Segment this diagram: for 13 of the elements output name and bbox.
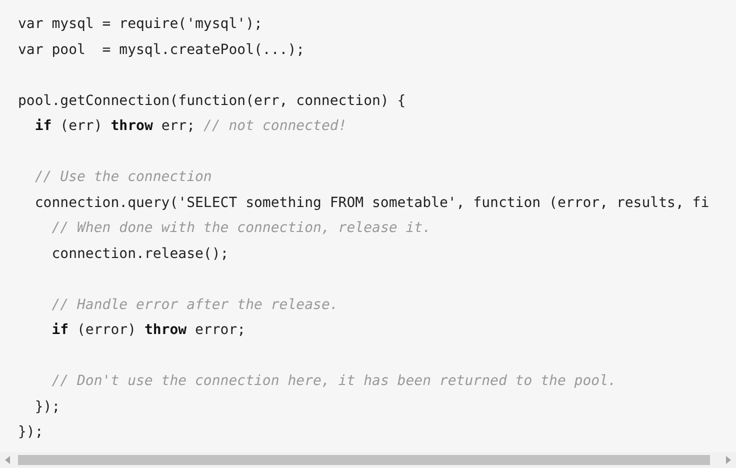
code-line: if (err) throw err; // not connected! xyxy=(34,117,347,136)
code-line: connection.query('SELECT something FROM sometable', function (error, results, fi xyxy=(34,194,710,212)
code-line: if (error) throw error; xyxy=(52,321,246,340)
code-line: var mysql = require('mysql'); xyxy=(18,15,262,34)
code-line: pool.getConnection(function(err, connection) { xyxy=(18,92,406,110)
code-line: var pool = mysql.createPool(...); xyxy=(18,40,305,60)
code-comment: // Don't use the connection here, it has been returned to the pool. xyxy=(52,372,616,391)
code-line: connection.release(); xyxy=(52,244,229,264)
code-comment: // Handle error after the release. xyxy=(52,296,338,314)
code-line: }); xyxy=(18,423,44,442)
code-comment: // When done with the connection, release it. xyxy=(52,219,432,238)
code-line: }); xyxy=(34,398,60,416)
code-comment: // Use the connection xyxy=(34,168,212,187)
